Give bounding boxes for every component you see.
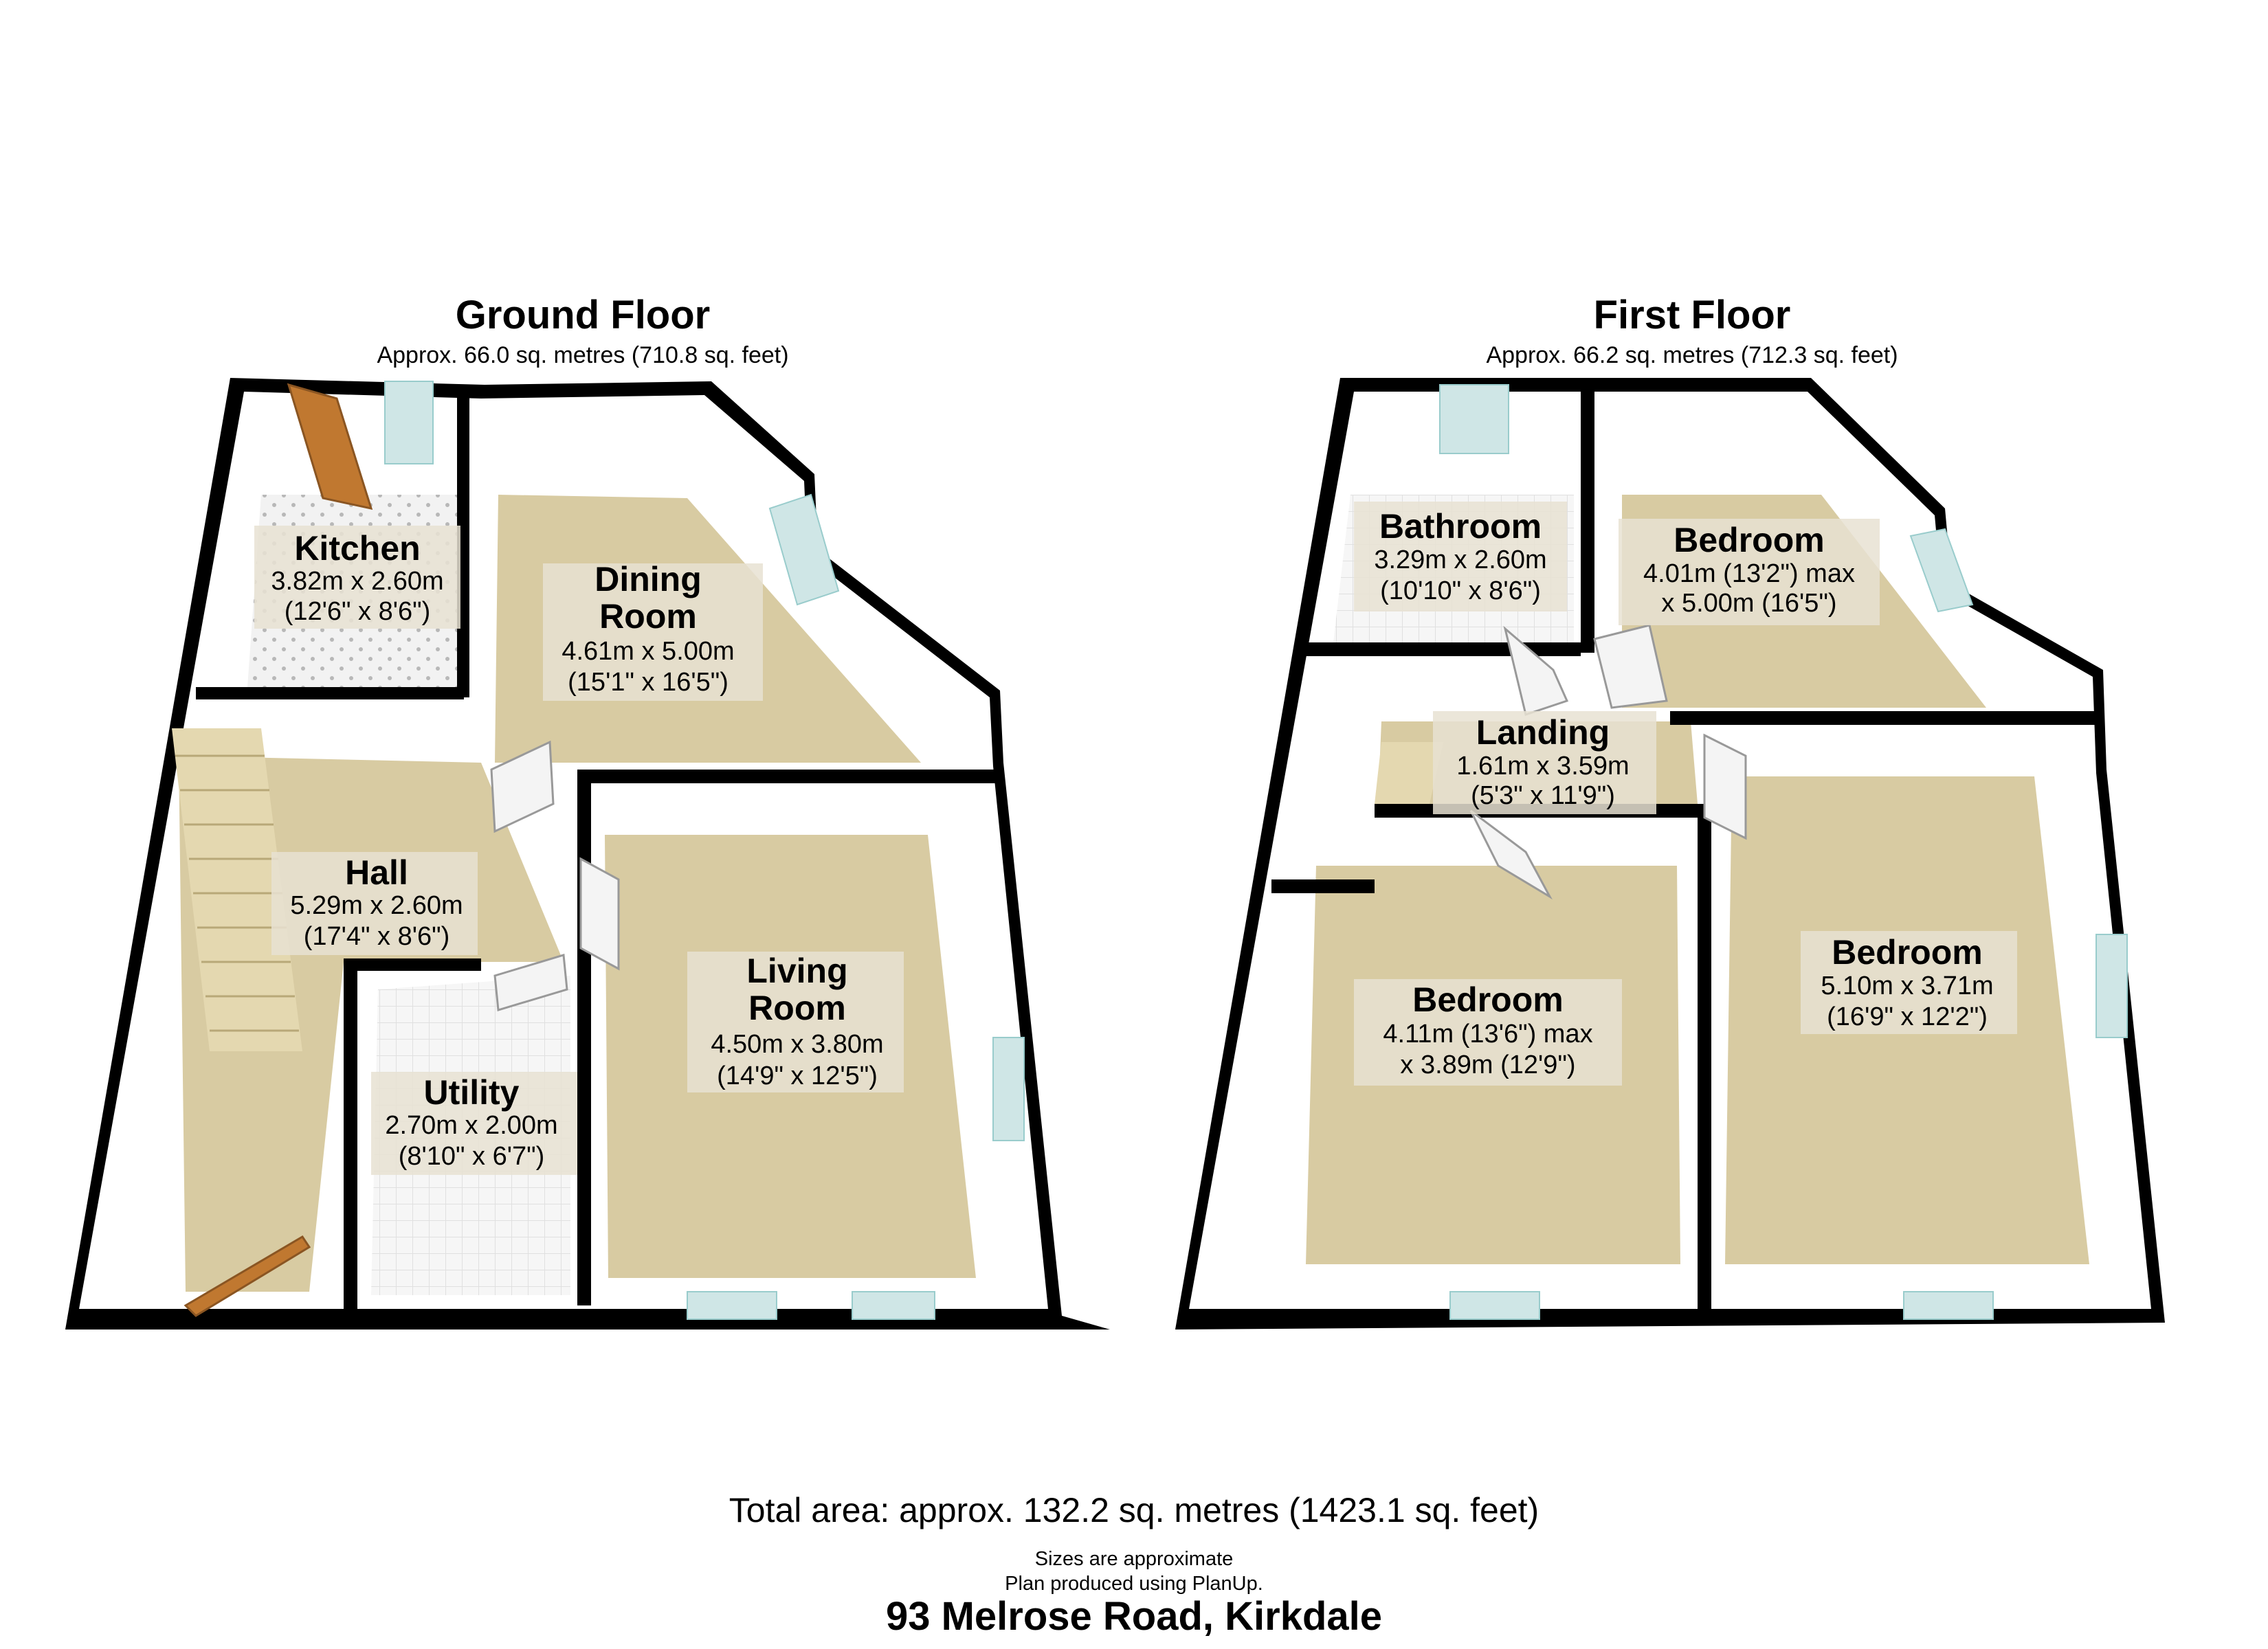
bedroom-top-bottom-wall <box>1670 711 2103 725</box>
sizes-note: Sizes are approximate <box>1035 1548 1234 1570</box>
room-dims: 3.82m x 2.60m <box>271 567 443 596</box>
room-name-line1: Living <box>746 952 847 990</box>
room-dims-imperial: (12'6" x 8'6") <box>285 597 431 626</box>
first-floor-plan: First Floor Approx. 66.2 sq. metres (712… <box>1175 293 2165 1330</box>
bedroom-top-label: Bedroom 4.01m (13'2") max x 5.00m (16'5"… <box>1619 519 1880 625</box>
bedroom-right-label: Bedroom 5.10m x 3.71m (16'9" x 12'2") <box>1801 931 2017 1034</box>
bedroom-right-window <box>1903 1291 1994 1320</box>
bedroom-left-window <box>1449 1291 1540 1320</box>
room-dims: 3.29m x 2.60m <box>1374 546 1546 574</box>
bathroom-bedroom-wall <box>1581 392 1594 653</box>
staircase <box>172 728 302 1051</box>
bedroom-top-window <box>1909 528 1974 613</box>
room-dims-imperial: x 5.00m (16'5") <box>1661 589 1836 618</box>
room-dims: 4.50m x 3.80m <box>711 1030 883 1059</box>
room-name-line2: Room <box>748 989 846 1027</box>
room-dims-imperial: (5'3" x 11'9") <box>1471 781 1615 810</box>
room-dims: 4.11m (13'6") max <box>1383 1020 1592 1048</box>
bedroom-left-label: Bedroom 4.11m (13'6") max x 3.89m (12'9"… <box>1354 979 1622 1086</box>
room-name: Landing <box>1476 713 1610 752</box>
utility-top-wall <box>344 958 481 971</box>
bedroom-left-door <box>1469 809 1553 900</box>
room-name: Bedroom <box>1674 521 1824 559</box>
bedroom-left-top-wall <box>1271 879 1375 893</box>
room-name: Bathroom <box>1379 507 1542 546</box>
room-dims-imperial: (16'9" x 12'2") <box>1827 1002 1988 1031</box>
planup-note: Plan produced using PlanUp. <box>1005 1573 1263 1595</box>
room-dims-imperial: x 3.89m (12'9") <box>1400 1051 1575 1079</box>
stairwell <box>1375 742 1443 804</box>
room-dims: 1.61m x 3.59m <box>1456 752 1629 781</box>
dining-room-label: Dining Room 4.61m x 5.00m (15'1" x 16'5"… <box>543 560 763 701</box>
total-area: Total area: approx. 132.2 sq. metres (14… <box>729 1491 1539 1529</box>
hall-label: Hall 5.29m x 2.60m (17'4" x 8'6") <box>271 852 478 955</box>
room-name-line1: Dining <box>594 560 702 598</box>
room-dims-imperial: (10'10" x 8'6") <box>1380 576 1541 605</box>
dining-window <box>768 493 840 606</box>
utility-door <box>493 954 568 1011</box>
ground-floor-plan: Ground Floor Approx. 66.0 sq. metres (71… <box>65 293 1110 1330</box>
living-door <box>579 857 620 971</box>
property-address: 93 Melrose Road, Kirkdale <box>886 1594 1382 1639</box>
room-name: Hall <box>345 853 408 892</box>
room-name: Bedroom <box>1832 933 1982 972</box>
utility-label: Utility 2.70m x 2.00m (8'10" x 6'7") <box>371 1072 577 1175</box>
room-name: Utility <box>424 1073 520 1112</box>
room-dims: 4.01m (13'2") max <box>1643 559 1855 588</box>
living-room-label: Living Room 4.50m x 3.80m (14'9" x 12'5"… <box>687 952 904 1092</box>
living-window-front-2 <box>852 1291 935 1320</box>
bathroom-door <box>1503 625 1569 716</box>
bathroom-landing-wall <box>1306 642 1581 656</box>
room-dims: 5.29m x 2.60m <box>290 891 463 920</box>
hall-living-wall <box>577 770 591 1305</box>
landing-label: Landing 1.61m x 3.59m (5'3" x 11'9") <box>1433 711 1656 814</box>
room-name-line2: Room <box>599 597 697 636</box>
room-dims-imperial: (8'10" x 6'7") <box>399 1142 545 1171</box>
footer: Total area: approx. 132.2 sq. metres (14… <box>729 1491 1539 1639</box>
kitchen-hall-wall <box>196 687 464 699</box>
dining-door <box>490 740 555 833</box>
first-floor-title: First Floor <box>1594 293 1791 337</box>
dining-living-wall <box>588 770 997 783</box>
bathroom-label: Bathroom 3.29m x 2.60m (10'10" x 8'6") <box>1354 502 1567 612</box>
bedroom-top-door <box>1593 624 1668 709</box>
living-window-front-1 <box>687 1291 777 1320</box>
kitchen-label: Kitchen 3.82m x 2.60m (12'6" x 8'6") <box>254 526 460 629</box>
room-dims: 2.70m x 2.00m <box>385 1111 557 1140</box>
room-dims: 5.10m x 3.71m <box>1821 972 1993 1000</box>
front-door <box>184 1235 311 1317</box>
room-dims-imperial: (17'4" x 8'6") <box>304 922 450 951</box>
living-window-side <box>992 1037 1025 1141</box>
ground-floor-area: Approx. 66.0 sq. metres (710.8 sq. feet) <box>377 342 788 368</box>
room-dims-imperial: (14'9" x 12'5") <box>717 1062 878 1090</box>
room-name: Kitchen <box>294 529 420 568</box>
kitchen-window <box>384 381 434 464</box>
ground-floor-title: Ground Floor <box>456 293 711 337</box>
kitchen-back-door <box>287 383 373 511</box>
room-dims-imperial: (15'1" x 16'5") <box>568 668 729 697</box>
room-dims: 4.61m x 5.00m <box>562 637 734 666</box>
first-floor-area: Approx. 66.2 sq. metres (712.3 sq. feet) <box>1486 342 1898 368</box>
utility-left-wall <box>344 958 357 1309</box>
bathroom-window <box>1439 384 1509 454</box>
bedroom-divider-wall <box>1698 804 1711 1312</box>
bedroom-right-door <box>1703 733 1747 840</box>
bedroom-right-window-side <box>2095 934 2128 1038</box>
room-name: Bedroom <box>1412 980 1563 1019</box>
